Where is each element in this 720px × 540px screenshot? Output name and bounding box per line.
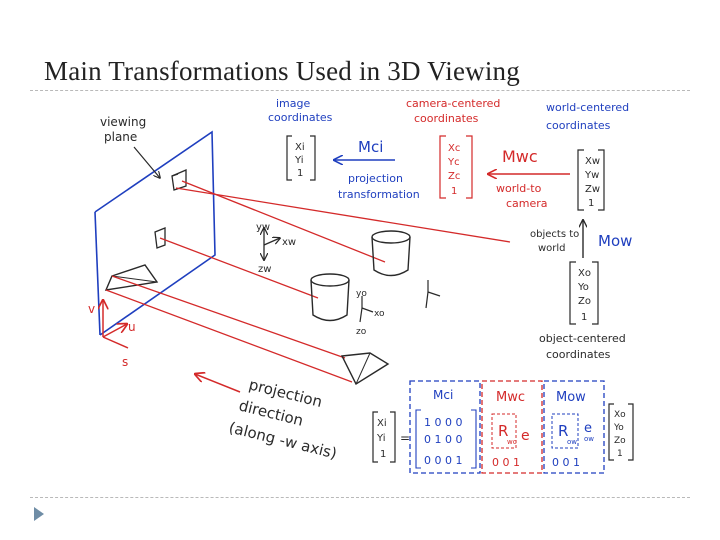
world-vector-x: Xw: [585, 156, 600, 167]
mci-matrix-label: Mci: [433, 388, 453, 402]
world-to-camera-label-2: camera: [506, 197, 548, 210]
world-z-label: zw: [258, 264, 271, 275]
cup-object-1: [372, 231, 410, 276]
equation-rhs-y: Yo: [613, 423, 624, 433]
camera-vector-left-bracket: [440, 136, 446, 198]
mci-row-3: 0 0 0 1: [424, 454, 462, 467]
projection-transformation-label-2: transformation: [338, 188, 420, 201]
camera-vector-right-bracket: [466, 136, 472, 198]
mow-matrix-label: Mow: [556, 390, 586, 405]
object-vector-z: Zo: [578, 296, 591, 307]
image-vector-left-bracket: [287, 136, 292, 180]
ray-triangle-2: [106, 290, 352, 382]
mow-label: Mow: [598, 232, 632, 250]
objects-to-world-label-2: world: [538, 243, 566, 254]
object-axes-cup: [360, 296, 373, 322]
equation-lhs-one: 1: [380, 449, 386, 460]
s-axis-label: s: [122, 355, 128, 369]
object-vector-x: Xo: [578, 268, 591, 279]
mci-row-2: 0 1 0 0: [424, 433, 462, 446]
equation-lhs-y: Yi: [376, 433, 386, 444]
object-vector-y: Yo: [577, 282, 589, 293]
world-x-label: xw: [282, 237, 296, 248]
mci-label: Mci: [358, 138, 383, 156]
camera-vector-one: 1: [451, 186, 457, 197]
object-z-label: zo: [356, 327, 367, 337]
projection-rays: [106, 181, 510, 382]
equation-equals: =: [400, 431, 410, 445]
mwc-label: Mwc: [502, 147, 538, 166]
mci-row-1: 1 0 0 0: [424, 416, 462, 429]
world-coords-label-2: coordinates: [546, 119, 611, 132]
mwc-translation-symbol: e: [521, 428, 530, 444]
image-vector-one: 1: [297, 168, 303, 179]
image-coords-label-2: coordinates: [268, 111, 333, 124]
projection-direction-arrow: [195, 374, 240, 392]
world-coords-label-1: world-centered: [546, 101, 629, 114]
object-vector-left-bracket: [570, 262, 576, 324]
equation-rhs-z: Zo: [614, 436, 626, 446]
mow-rotation-subscript: ow: [567, 438, 577, 446]
viewing-plane-label-1: viewing: [100, 115, 146, 129]
mow-translation-subscript: ow: [584, 435, 594, 443]
objects-to-world-label-1: objects to: [530, 229, 579, 240]
bottom-equation: Xi Yi 1 = Mci 1 0 0 0 0 1 0 0 0 0 0 1 Mw…: [373, 381, 633, 473]
object-coords-label-2: coordinates: [546, 348, 611, 361]
projected-cup-top: [172, 170, 186, 190]
projected-triangle: [106, 265, 157, 290]
world-vector-one: 1: [588, 198, 594, 209]
mwc-matrix-label: Mwc: [496, 390, 525, 405]
camera-coords-label-1: camera-centered: [406, 97, 500, 110]
object-y-label: yo: [356, 289, 367, 299]
world-vector-z: Zw: [585, 184, 600, 195]
viewing-plane-left-edge: [95, 212, 100, 335]
object-axes-right: [426, 280, 440, 308]
image-vector-right-bracket: [310, 136, 315, 180]
camera-coords-label-2: coordinates: [414, 112, 479, 125]
image-vector-x: Xi: [295, 142, 305, 153]
object-vector-one: 1: [581, 312, 587, 323]
world-y-label: yw: [256, 222, 270, 233]
projection-transformation-label-1: projection: [348, 172, 403, 185]
world-vector-y: Yw: [584, 170, 599, 181]
viewing-plane-pointer: [134, 147, 160, 178]
equation-rhs-one: 1: [617, 449, 623, 459]
camera-vector-y: Yc: [447, 157, 460, 168]
image-vector-y: Yi: [294, 155, 304, 166]
object-x-label: xo: [374, 309, 385, 319]
object-coords-label-1: object-centered: [539, 332, 626, 345]
camera-vector-x: Xc: [448, 143, 460, 154]
triangle-object: [342, 353, 388, 384]
equation-rhs-x: Xo: [614, 410, 626, 420]
mwc-rotation-subscript: wc: [507, 438, 517, 446]
image-coords-label-1: image: [276, 97, 310, 110]
world-vector-left-bracket: [578, 150, 584, 210]
object-vector-right-bracket: [592, 262, 598, 324]
mwc-bottom-row: 0 0 1: [492, 456, 520, 469]
mow-translation-symbol: e: [584, 421, 592, 436]
equation-lhs-x: Xi: [377, 418, 387, 429]
ray-triangle-1: [112, 276, 345, 358]
camera-vector-z: Zc: [448, 171, 460, 182]
world-to-camera-label-1: world-to: [496, 182, 542, 195]
v-axis-label: v: [88, 302, 95, 316]
u-axis-label: u: [128, 320, 136, 334]
mow-bottom-row: 0 0 1: [552, 456, 580, 469]
viewing-plane-label-2: plane: [104, 130, 137, 144]
